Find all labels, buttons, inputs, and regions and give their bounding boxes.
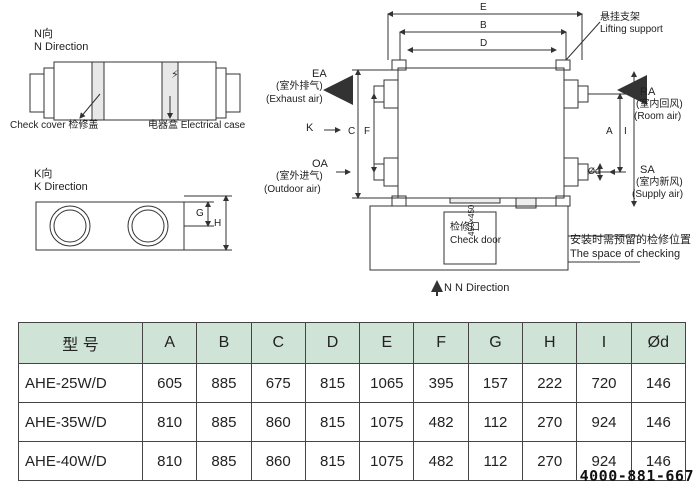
cell: 720 xyxy=(576,363,632,403)
cell: 815 xyxy=(304,402,361,442)
n-view-title-cn: N向 xyxy=(34,28,53,40)
drawing-canvas: ⚡ xyxy=(29,11,647,296)
dim-a-label: A xyxy=(606,126,613,137)
cell: 605 xyxy=(141,363,198,403)
table-row: AHE-25W/D 605 885 675 815 1065 395 157 2… xyxy=(18,363,687,403)
cell: 482 xyxy=(413,402,469,442)
cell: 270 xyxy=(522,402,578,442)
cell: 112 xyxy=(467,402,524,442)
dim-b-label: B xyxy=(480,20,487,31)
table-header-row: 型 号 A B C D E F G H I Ød xyxy=(18,322,687,364)
cell: 1075 xyxy=(359,402,415,442)
cell: 924 xyxy=(576,402,632,442)
ra-label: RA xyxy=(640,86,656,98)
sa-en-label: (Supply air) xyxy=(632,189,684,200)
header-i: I xyxy=(576,322,632,364)
sa-cn-label: (室内新风) xyxy=(636,177,683,188)
dim-od-label: Ød xyxy=(588,166,601,176)
header-c: C xyxy=(250,322,306,364)
lifting-support-en: Lifting support xyxy=(600,24,663,35)
check-door-cn: 检修口 xyxy=(450,222,480,233)
cell: 482 xyxy=(413,441,469,481)
n-view-drawing: ⚡ xyxy=(29,61,241,121)
dim-e-label: E xyxy=(480,2,487,13)
k-arrow-label: K xyxy=(306,122,314,134)
cell: 885 xyxy=(196,402,252,442)
oa-label: OA xyxy=(312,158,328,170)
electrical-case-label: 电器盒 Electrical case xyxy=(148,120,246,131)
header-e: E xyxy=(359,322,415,364)
table-row: AHE-40W/D 810 885 860 815 1075 482 112 2… xyxy=(18,441,687,481)
cell-model: AHE-40W/D xyxy=(18,441,143,481)
cell: 146 xyxy=(630,363,687,403)
k-view-title-en: K Direction xyxy=(34,181,88,193)
cell: 924 xyxy=(576,441,632,481)
cell-model: AHE-25W/D xyxy=(18,363,143,403)
cell: 860 xyxy=(250,402,306,442)
hotline-number: 4000-881-667 xyxy=(579,467,694,485)
header-a: A xyxy=(141,322,198,364)
cell: 675 xyxy=(250,363,306,403)
header-g: G xyxy=(467,322,524,364)
cell: 810 xyxy=(141,402,198,442)
header-b: B xyxy=(196,322,252,364)
cell: 395 xyxy=(413,363,469,403)
ra-en-label: (Room air) xyxy=(634,111,682,122)
ra-cn-label: (室内回风) xyxy=(636,99,683,110)
dim-c-label: C xyxy=(348,126,356,137)
header-d: D xyxy=(304,322,361,364)
ea-label: EA xyxy=(312,68,327,80)
check-cover-label: Check cover 检修盖 xyxy=(10,120,99,131)
k-view-title-cn: K向 xyxy=(34,168,53,180)
cell: 146 xyxy=(630,402,687,442)
dim-f-label: F xyxy=(364,126,371,137)
cell: 860 xyxy=(250,441,306,481)
cell: 1065 xyxy=(359,363,415,403)
door-size-label: 450×450 xyxy=(467,204,476,236)
ea-cn-label: (室外排气) xyxy=(276,81,323,92)
cell: 157 xyxy=(467,363,524,403)
sa-label: SA xyxy=(640,164,655,176)
table-row: AHE-35W/D 810 885 860 815 1075 482 112 2… xyxy=(18,402,687,442)
plan-view-drawing xyxy=(323,11,647,296)
svg-text:⚡: ⚡ xyxy=(171,69,179,81)
cell: 885 xyxy=(196,363,252,403)
cell: 222 xyxy=(522,363,578,403)
cell: 112 xyxy=(467,441,524,481)
header-h: H xyxy=(522,322,578,364)
k-view-drawing xyxy=(35,195,232,251)
dim-i-label: I xyxy=(624,126,627,137)
cell: 815 xyxy=(304,441,361,481)
header-f: F xyxy=(413,322,469,364)
space-checking-cn: 安装时需预留的检修位置 xyxy=(570,234,691,246)
dim-d-label: D xyxy=(480,38,488,49)
cell-model: AHE-35W/D xyxy=(18,402,143,442)
cell: 810 xyxy=(141,441,198,481)
n-view-title-en: N Direction xyxy=(34,41,89,53)
check-door-en: Check door xyxy=(450,235,502,246)
cell: 270 xyxy=(522,441,578,481)
n-direction-arrow-label: N N Direction xyxy=(444,282,510,294)
spec-table: 型 号 A B C D E F G H I Ød AHE-25W/D 605 8… xyxy=(18,322,687,481)
lifting-support-cn: 悬挂支架 xyxy=(600,12,640,23)
ea-en-label: (Exhaust air) xyxy=(266,94,323,105)
dim-g-label: G xyxy=(196,208,204,219)
dim-h-label: H xyxy=(214,218,222,229)
cell: 1075 xyxy=(359,441,415,481)
oa-cn-label: (室外进气) xyxy=(276,171,323,182)
cell: 885 xyxy=(196,441,252,481)
oa-en-label: (Outdoor air) xyxy=(264,184,321,195)
header-od: Ød xyxy=(630,322,687,364)
cell: 815 xyxy=(304,363,361,403)
space-checking-en: The space of checking xyxy=(570,248,681,260)
cell: 146 xyxy=(630,441,687,481)
header-model: 型 号 xyxy=(18,322,143,364)
